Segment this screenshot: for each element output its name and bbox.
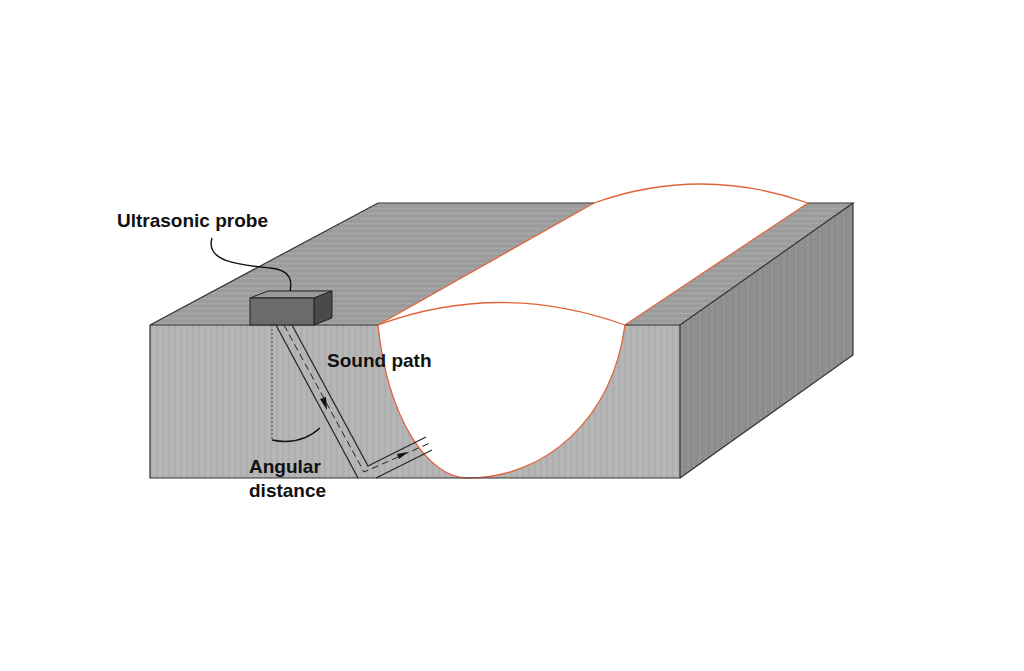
groove-outline — [378, 184, 808, 478]
normal-line — [272, 325, 273, 440]
probe-cable — [211, 238, 291, 291]
groove-surface — [378, 184, 808, 325]
block-edges — [150, 203, 853, 478]
label-text: Ultrasonic probe — [117, 209, 317, 233]
label-text: Sound path — [327, 349, 467, 373]
arrowhead — [397, 452, 408, 459]
probe-side — [314, 291, 332, 325]
label-text: Angular distance — [249, 455, 345, 503]
ultrasonic-probe — [250, 298, 314, 325]
groove-section — [378, 303, 625, 479]
angle-arc — [272, 428, 320, 442]
sound-path-center — [284, 325, 430, 472]
arrowhead — [320, 397, 327, 410]
sound-path-beam — [276, 325, 432, 478]
